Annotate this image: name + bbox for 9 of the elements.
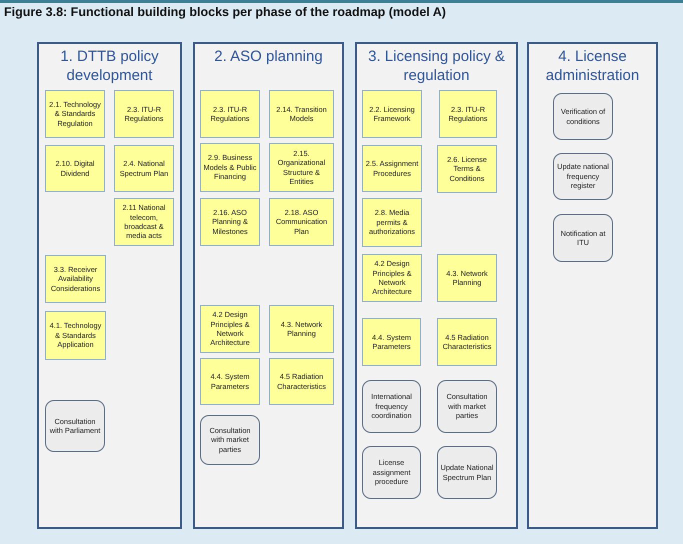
- phase-heading: 3. Licensing policy & regulation: [367, 47, 506, 85]
- phase-column: [527, 42, 658, 529]
- phase-heading: 2. ASO planning: [213, 47, 324, 66]
- phase-heading: 1. DTTB policy development: [59, 47, 160, 85]
- phase-column: [193, 42, 344, 529]
- phase-heading: 4. License administration: [544, 47, 640, 85]
- phase-column: [355, 42, 518, 529]
- phase-column: [37, 42, 182, 529]
- figure-title: Figure 3.8: Functional building blocks per phase of the roadmap (model A): [4, 5, 446, 19]
